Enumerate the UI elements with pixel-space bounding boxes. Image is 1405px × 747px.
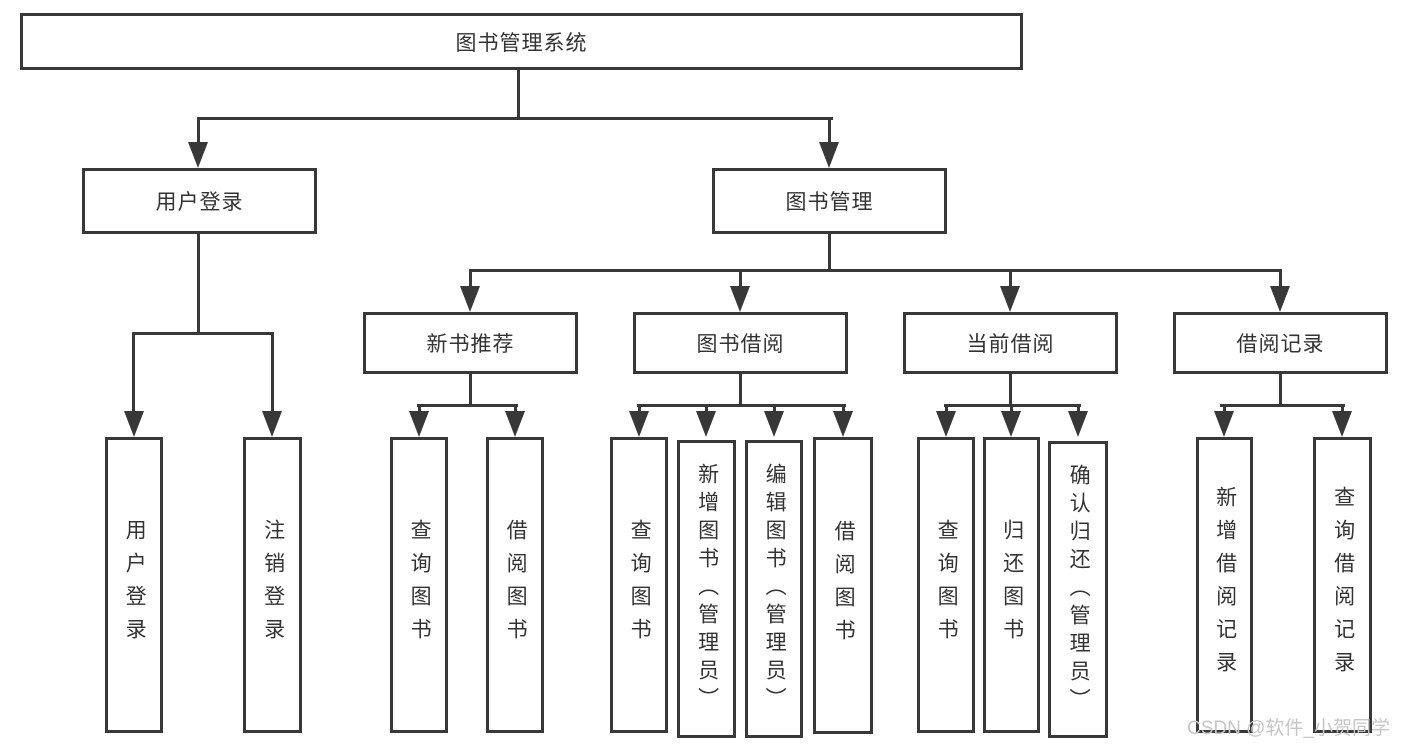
connector-segment bbox=[637, 404, 846, 407]
arrowhead-down-icon bbox=[188, 142, 208, 168]
node-user-login: 用户登录 bbox=[82, 168, 317, 234]
connector-segment bbox=[705, 404, 708, 414]
node-root: 图书管理系统 bbox=[20, 13, 1023, 70]
node-current-borrowing: 当前借阅 bbox=[903, 312, 1118, 374]
node-leaf-query-books-current: 查询图书 bbox=[917, 437, 975, 733]
connector-segment bbox=[1009, 269, 1012, 289]
node-leaf-add-borrow-record: 新增借阅记录 bbox=[1196, 437, 1253, 733]
connector-segment bbox=[828, 117, 831, 145]
node-leaf-user-login: 用户登录 bbox=[105, 437, 163, 733]
connector-segment bbox=[1279, 374, 1282, 407]
arrowhead-down-icon bbox=[1332, 411, 1352, 437]
node-leaf-borrow-books-borrow: 借阅图书 bbox=[813, 437, 873, 734]
arrowhead-down-icon bbox=[409, 411, 429, 437]
connector-segment bbox=[514, 404, 517, 414]
connector-segment bbox=[739, 269, 742, 289]
node-label: 用户登录 bbox=[123, 519, 147, 651]
node-label: 当前借阅 bbox=[966, 333, 1055, 356]
connector-segment bbox=[132, 332, 135, 412]
connector-segment bbox=[739, 374, 742, 407]
node-book-borrowing: 图书借阅 bbox=[633, 312, 848, 374]
connector-segment bbox=[469, 269, 1282, 272]
arrowhead-down-icon bbox=[730, 286, 750, 312]
node-label: 新增图书（管理员） bbox=[695, 463, 719, 715]
node-label: 图书借阅 bbox=[696, 333, 785, 356]
connector-segment bbox=[197, 117, 833, 120]
node-leaf-logout: 注销登录 bbox=[243, 437, 302, 733]
node-label: 借阅记录 bbox=[1236, 333, 1325, 356]
connector-segment bbox=[517, 70, 520, 119]
connector-segment bbox=[1010, 404, 1013, 414]
node-leaf-add-book-admin: 新增图书（管理员） bbox=[677, 440, 736, 738]
arrowhead-down-icon bbox=[262, 411, 282, 437]
node-label: 新增借阅记录 bbox=[1213, 486, 1237, 684]
arrowhead-down-icon bbox=[460, 286, 480, 312]
arrowhead-down-icon bbox=[1270, 286, 1290, 312]
arrowhead-down-icon bbox=[505, 411, 525, 437]
arrowhead-down-icon bbox=[936, 411, 956, 437]
node-leaf-borrow-books-recommend: 借阅图书 bbox=[486, 437, 544, 733]
watermark: CSDN @软件_小贺同学 bbox=[1187, 718, 1390, 739]
connector-segment bbox=[271, 332, 274, 412]
connector-segment bbox=[417, 404, 518, 407]
node-label: 查询图书 bbox=[408, 519, 432, 651]
node-label: 用户登录 bbox=[155, 191, 244, 214]
connector-segment bbox=[469, 269, 472, 289]
node-label: 新书推荐 bbox=[426, 333, 515, 356]
connector-segment bbox=[945, 404, 948, 414]
node-label: 图书管理 bbox=[785, 191, 874, 214]
arrowhead-down-icon bbox=[833, 411, 853, 437]
node-label: 查询图书 bbox=[628, 519, 652, 651]
node-leaf-edit-book-admin: 编辑图书（管理员） bbox=[745, 440, 803, 738]
arrowhead-down-icon bbox=[696, 411, 716, 437]
connector-segment bbox=[638, 404, 641, 414]
node-new-book-recommend: 新书推荐 bbox=[363, 312, 578, 374]
arrowhead-down-icon bbox=[124, 411, 144, 437]
node-leaf-query-books-borrow: 查询图书 bbox=[610, 437, 668, 733]
connector-segment bbox=[197, 234, 200, 334]
connector-segment bbox=[773, 404, 776, 414]
arrowhead-down-icon bbox=[764, 411, 784, 437]
connector-segment bbox=[1279, 269, 1282, 289]
node-label: 借阅图书 bbox=[832, 519, 856, 652]
node-label: 确认归还（管理员） bbox=[1067, 463, 1091, 716]
arrowhead-down-icon bbox=[1000, 286, 1020, 312]
node-label: 查询图书 bbox=[935, 519, 959, 651]
connector-segment bbox=[842, 404, 845, 414]
arrowhead-down-icon bbox=[629, 411, 649, 437]
node-leaf-query-books-recommend: 查询图书 bbox=[390, 437, 448, 733]
connector-segment bbox=[1223, 404, 1226, 414]
connector-segment bbox=[1341, 404, 1344, 414]
arrowhead-down-icon bbox=[819, 142, 839, 168]
node-book-management: 图书管理 bbox=[712, 168, 947, 234]
node-label: 编辑图书（管理员） bbox=[763, 463, 787, 715]
connector-segment bbox=[828, 234, 831, 272]
node-leaf-confirm-return-admin: 确认归还（管理员） bbox=[1048, 441, 1108, 738]
node-label: 注销登录 bbox=[261, 519, 285, 651]
connector-segment bbox=[1220, 404, 1345, 407]
arrowhead-down-icon bbox=[1001, 411, 1021, 437]
node-label: 查询借阅记录 bbox=[1331, 486, 1355, 684]
arrowhead-down-icon bbox=[1068, 411, 1088, 437]
node-borrowing-records: 借阅记录 bbox=[1173, 312, 1388, 374]
node-label: 图书管理系统 bbox=[455, 31, 588, 55]
connector-segment bbox=[418, 404, 421, 414]
node-leaf-return-book: 归还图书 bbox=[983, 437, 1040, 733]
connector-segment bbox=[469, 374, 472, 407]
connector-segment bbox=[197, 117, 200, 145]
arrowhead-down-icon bbox=[1214, 411, 1234, 437]
node-label: 借阅图书 bbox=[504, 519, 528, 651]
node-label: 归还图书 bbox=[1000, 519, 1024, 651]
connector-segment bbox=[1077, 404, 1080, 414]
node-leaf-query-borrow-record: 查询借阅记录 bbox=[1313, 437, 1372, 733]
connector-segment bbox=[1009, 374, 1012, 407]
connector-segment bbox=[132, 332, 274, 335]
